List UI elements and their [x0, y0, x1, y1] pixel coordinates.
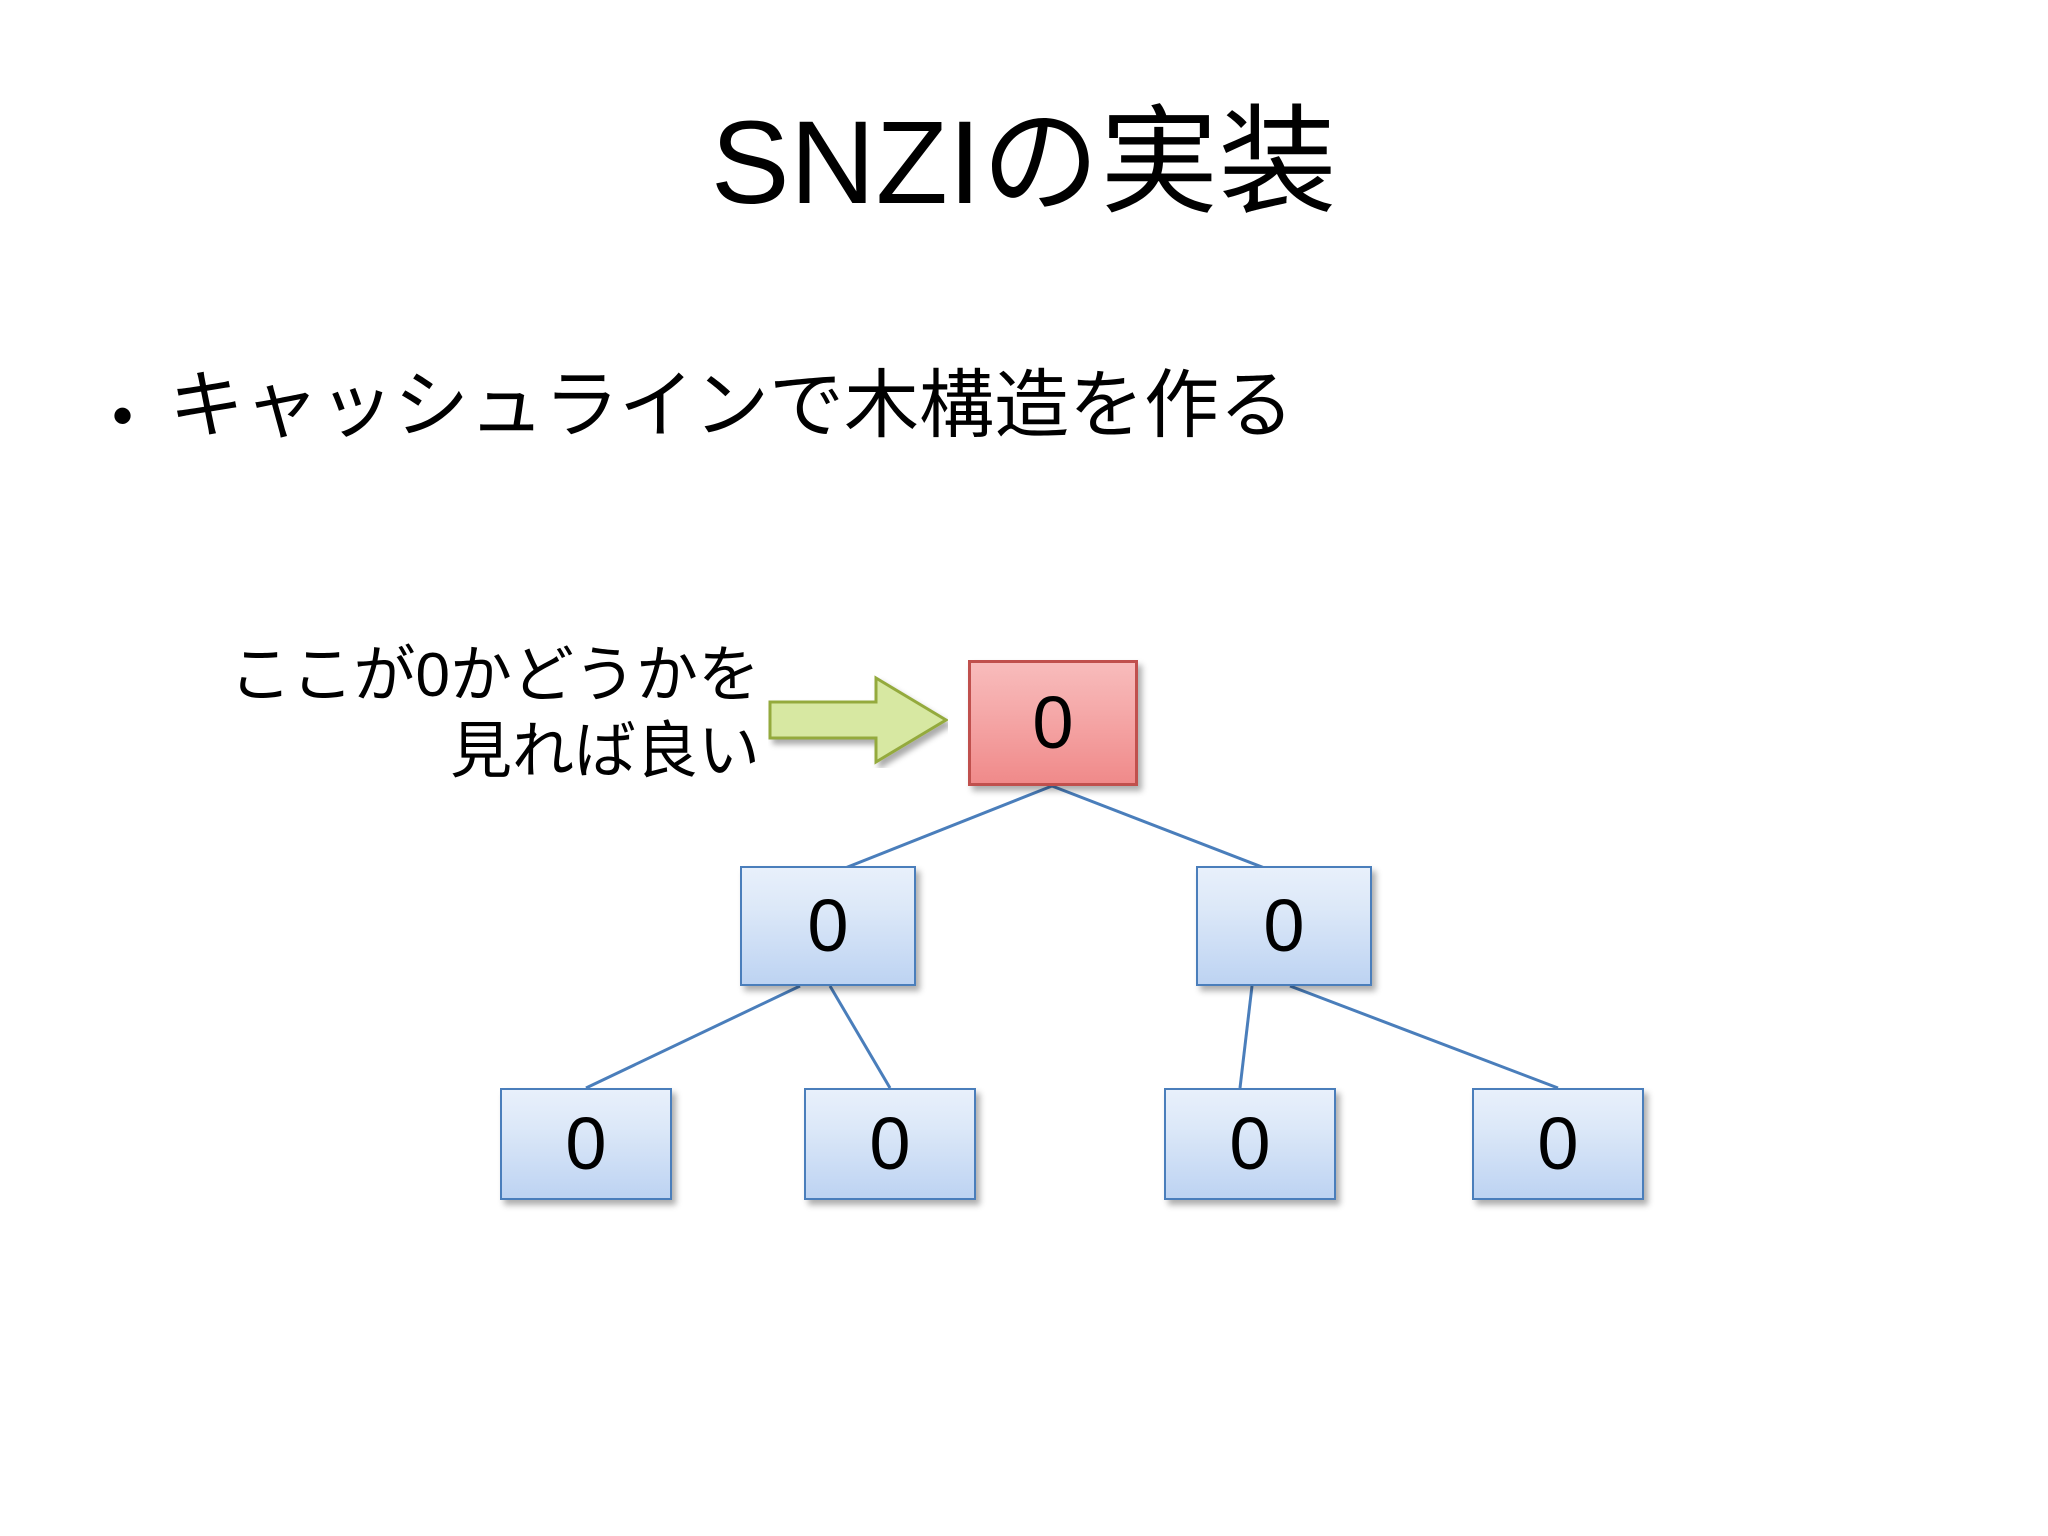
tree-node-leaf-3[interactable]: 0	[1164, 1088, 1336, 1200]
page-title: SNZIの実装	[710, 97, 1338, 229]
bullet-list: • キャッシュラインで木構造を作る	[112, 364, 1294, 447]
tree-node-label: 0	[1229, 1102, 1271, 1185]
annotation-line-1: ここが0かどうかを	[229, 641, 760, 710]
tree-node-root[interactable]: 0	[968, 660, 1138, 786]
bullet-item-text: キャッシュラインで木構造を作る	[169, 363, 1295, 447]
tree-node-label: 0	[807, 884, 849, 967]
right-arrow-icon	[768, 675, 948, 765]
tree-node-label: 0	[565, 1102, 607, 1185]
tree-node-leaf-2[interactable]: 0	[804, 1088, 976, 1200]
bullet-marker-icon: •	[112, 382, 134, 449]
tree-node-label: 0	[1537, 1102, 1579, 1185]
tree-node-label: 0	[1263, 884, 1305, 967]
tree-node-leaf-1[interactable]: 0	[500, 1088, 672, 1200]
annotation-line-2: 見れば良い	[449, 716, 760, 786]
tree-node-leaf-4[interactable]: 0	[1472, 1088, 1644, 1200]
tree-node-level2-right[interactable]: 0	[1196, 866, 1372, 986]
tree-node-level2-left[interactable]: 0	[740, 866, 916, 986]
tree-node-label: 0	[1032, 681, 1074, 764]
tree-node-label: 0	[869, 1102, 911, 1185]
annotation-callout: ここが0かどうかを 見れば良い	[140, 638, 760, 789]
